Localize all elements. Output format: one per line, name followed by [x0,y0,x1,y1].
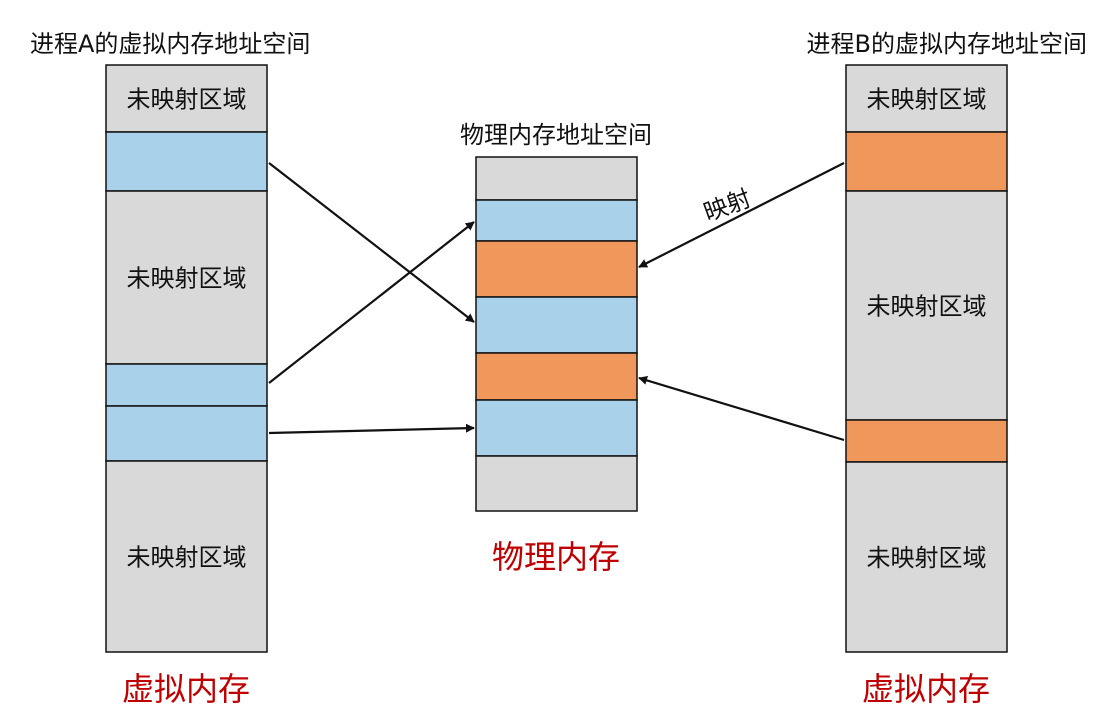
process-b-block-4-unmapped [845,461,1008,653]
unmapped-region-label: 未映射区域 [867,544,987,572]
process-a-caption: 虚拟内存 [122,670,250,708]
mapping-arrow-process-b-1-to-physical-2 [638,162,845,268]
process-a-block-0-unmapped [105,64,268,133]
physical-block-2-mapped [475,240,638,298]
physical-block-5-mapped [475,399,638,457]
mapping-arrows [268,162,845,442]
mapping-arrow-process-a-4-to-physical-5 [268,423,475,435]
mapping-arrow-process-a-3-to-physical-1 [268,221,475,384]
physical-address-space [475,156,638,512]
physical-memory-caption: 物理内存 [492,538,620,576]
unmapped-region-label: 未映射区域 [127,544,247,572]
process-a-title: 进程A的虚拟内存地址空间 [30,30,310,58]
physical-memory-title: 物理内存地址空间 [460,121,652,149]
process-b-block-1-mapped [845,131,1008,192]
physical-block-1-mapped [475,199,638,242]
process-a-block-3-mapped [105,363,268,407]
mapping-arrow-process-a-1-to-physical-3 [268,162,475,323]
process-a-block-4-mapped [105,405,268,462]
process-b-title: 进程B的虚拟内存地址空间 [807,30,1087,58]
process-b-block-2-unmapped [845,190,1008,421]
physical-block-3-mapped [475,296,638,354]
process-b-block-0-unmapped [845,64,1008,133]
mapping-label: 映射 [700,184,755,227]
process-a-block-5-unmapped [105,460,268,653]
physical-block-4-mapped [475,352,638,401]
process-b-block-3-mapped [845,419,1008,463]
process-a-block-1-mapped [105,131,268,192]
process-a-block-2-unmapped [105,190,268,365]
unmapped-region-label: 未映射区域 [127,265,247,293]
mapping-arrow-process-b-3-to-physical-4 [638,376,845,442]
physical-block-0-unmapped [475,156,638,201]
unmapped-region-label: 未映射区域 [867,293,987,321]
unmapped-region-label: 未映射区域 [127,86,247,114]
unmapped-region-label: 未映射区域 [867,86,987,114]
process-b-caption: 虚拟内存 [862,670,990,708]
physical-block-6-unmapped [475,455,638,512]
